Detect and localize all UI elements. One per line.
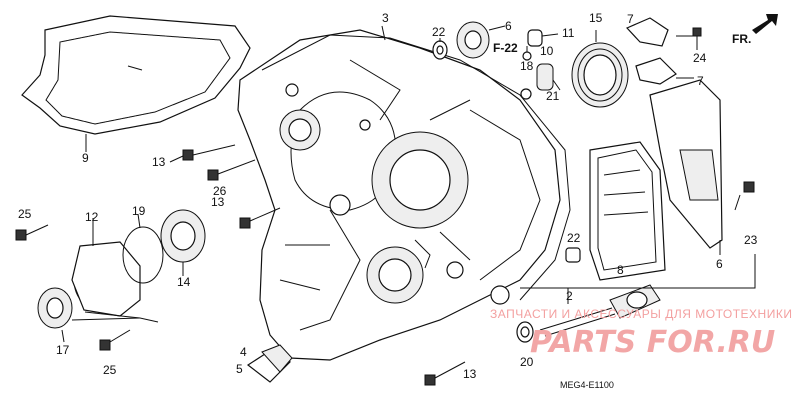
crankcase-cover-1 bbox=[237, 29, 561, 361]
speed-sensor-2 bbox=[539, 284, 661, 337]
callout-13-middle: 13 bbox=[211, 195, 225, 209]
dowel-pin-10 bbox=[527, 29, 559, 47]
leader-13-upper bbox=[169, 155, 184, 163]
dowel-pin-22 bbox=[565, 247, 581, 263]
bolt-25-lower bbox=[99, 329, 131, 351]
bearing-15 bbox=[571, 30, 629, 108]
callout-6-top: 6 bbox=[505, 19, 512, 33]
callout-22-top: 22 bbox=[432, 25, 446, 39]
seal-holder-12 bbox=[71, 218, 141, 317]
gasket-9 bbox=[21, 15, 251, 152]
callout-13-lower: 13 bbox=[463, 367, 477, 381]
callout-6-right: 6 bbox=[716, 257, 723, 271]
oil-seal-17 bbox=[37, 287, 73, 343]
plate-4 bbox=[261, 344, 293, 373]
callout-3: 3 bbox=[382, 11, 389, 25]
o-ring-19 bbox=[122, 213, 164, 284]
callout-26: 26 bbox=[213, 184, 227, 198]
washer-18 bbox=[522, 46, 532, 61]
gasket-8 bbox=[589, 141, 666, 281]
callout-25-lower: 25 bbox=[103, 363, 117, 377]
callout-25-upper: 25 bbox=[18, 207, 32, 221]
bearing-14 bbox=[160, 209, 206, 276]
callout-21: 21 bbox=[546, 89, 560, 103]
callout-17: 17 bbox=[56, 343, 70, 357]
callout-18: 18 bbox=[520, 59, 534, 73]
callout-14: 14 bbox=[177, 275, 191, 289]
callout-5: 5 bbox=[236, 362, 243, 376]
callout-8: 8 bbox=[617, 263, 624, 277]
bolt-23 bbox=[734, 181, 755, 211]
callout-20: 20 bbox=[520, 355, 534, 369]
front-label: FR. bbox=[732, 32, 751, 46]
callout-9: 9 bbox=[82, 151, 89, 165]
callout-2: 2 bbox=[566, 289, 573, 303]
cover-plate-6 bbox=[649, 79, 723, 255]
bearing-6 bbox=[456, 21, 506, 59]
bolt-13-lower bbox=[424, 361, 466, 386]
callout-13-upper: 13 bbox=[152, 155, 166, 169]
diagram-code: MEG4-E1100 bbox=[560, 380, 614, 390]
bolt-26 bbox=[239, 207, 281, 229]
front-direction-indicator: FR. bbox=[732, 14, 778, 46]
watermark-site: PARTS FOR.RU bbox=[530, 325, 775, 360]
callout-22-bottom: 22 bbox=[567, 231, 581, 245]
callout-24: 24 bbox=[693, 51, 707, 65]
retainer-plate-7 bbox=[625, 17, 694, 85]
callout-19: 19 bbox=[132, 204, 146, 218]
bolt-25-upper bbox=[15, 224, 49, 241]
gasket-3 bbox=[261, 25, 571, 301]
leader-group-6-23 bbox=[520, 254, 756, 289]
leader-17-group bbox=[71, 317, 141, 321]
callout-4: 4 bbox=[240, 345, 247, 359]
seal-22 bbox=[432, 38, 448, 60]
callout-23: 23 bbox=[744, 233, 758, 247]
dowel-pin-21 bbox=[520, 63, 561, 100]
watermark-tagline: ЗАПЧАСТИ И АКСЕССУАРЫ ДЛЯ МОТОТЕХНИКИ bbox=[490, 307, 792, 321]
oil-seal-20 bbox=[516, 321, 534, 343]
reference-f22: F-22 bbox=[493, 41, 518, 55]
callout-12: 12 bbox=[85, 210, 99, 224]
callout-15: 15 bbox=[589, 11, 603, 25]
bolt-24 bbox=[692, 27, 702, 50]
front-arrow-icon bbox=[752, 14, 778, 34]
callout-10: 10 bbox=[540, 44, 554, 58]
callout-7-bottom: 7 bbox=[697, 74, 704, 88]
bolt-13-upper bbox=[182, 144, 236, 161]
callout-7-top: 7 bbox=[627, 12, 634, 26]
callout-11: 11 bbox=[562, 26, 575, 40]
bolt-13-middle bbox=[207, 159, 256, 181]
